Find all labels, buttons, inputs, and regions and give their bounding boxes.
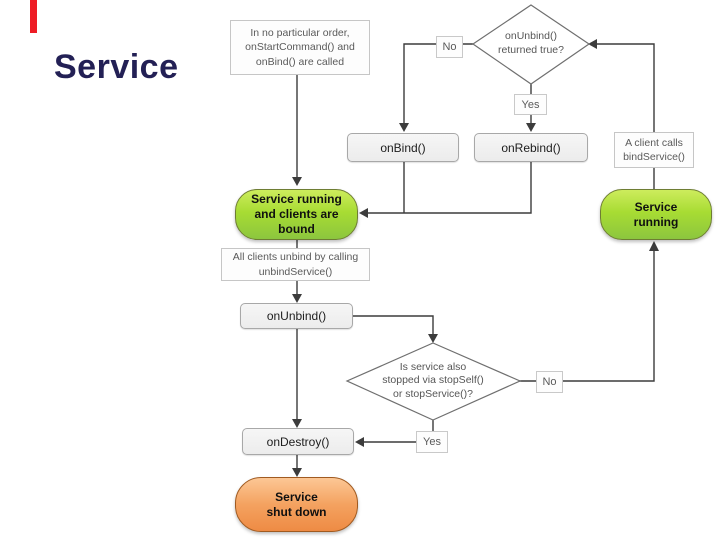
top-decision-diamond	[471, 4, 591, 85]
onrebind-node: onRebind()	[474, 133, 588, 162]
connector-no-to-running	[519, 250, 655, 382]
all-unbind-label: All clients unbind by calling unbindServ…	[221, 248, 370, 281]
top-decision-text: onUnbind() returned true?	[498, 30, 564, 56]
yes-label-top: Yes	[514, 94, 547, 115]
no-label-top: No	[436, 36, 463, 58]
arrowheads	[292, 39, 659, 477]
yes-label-bottom: Yes	[416, 431, 448, 453]
slide-title: Service	[54, 48, 179, 86]
bottom-decision-text: Is service also stopped via stopSelf() o…	[382, 360, 484, 400]
ondestroy-node: onDestroy()	[242, 428, 354, 455]
onunbind-node: onUnbind()	[240, 303, 353, 329]
client-calls-label: A client calls bindService()	[614, 132, 694, 168]
no-label-bottom: No	[536, 371, 563, 393]
slide-accent-bar	[30, 0, 37, 33]
start-condition-label: In no particular order, onStartCommand()…	[230, 20, 370, 75]
service-shutdown-node: Service shut down	[235, 477, 358, 532]
bottom-decision-diamond	[345, 342, 522, 421]
onbind-node: onBind()	[347, 133, 459, 162]
service-running-bound-node: Service running and clients are bound	[235, 189, 358, 240]
connector-onunbind-to-decision	[353, 315, 434, 335]
connector-bind-to-running-bound	[368, 162, 532, 214]
service-running-node: Service running	[600, 189, 712, 240]
